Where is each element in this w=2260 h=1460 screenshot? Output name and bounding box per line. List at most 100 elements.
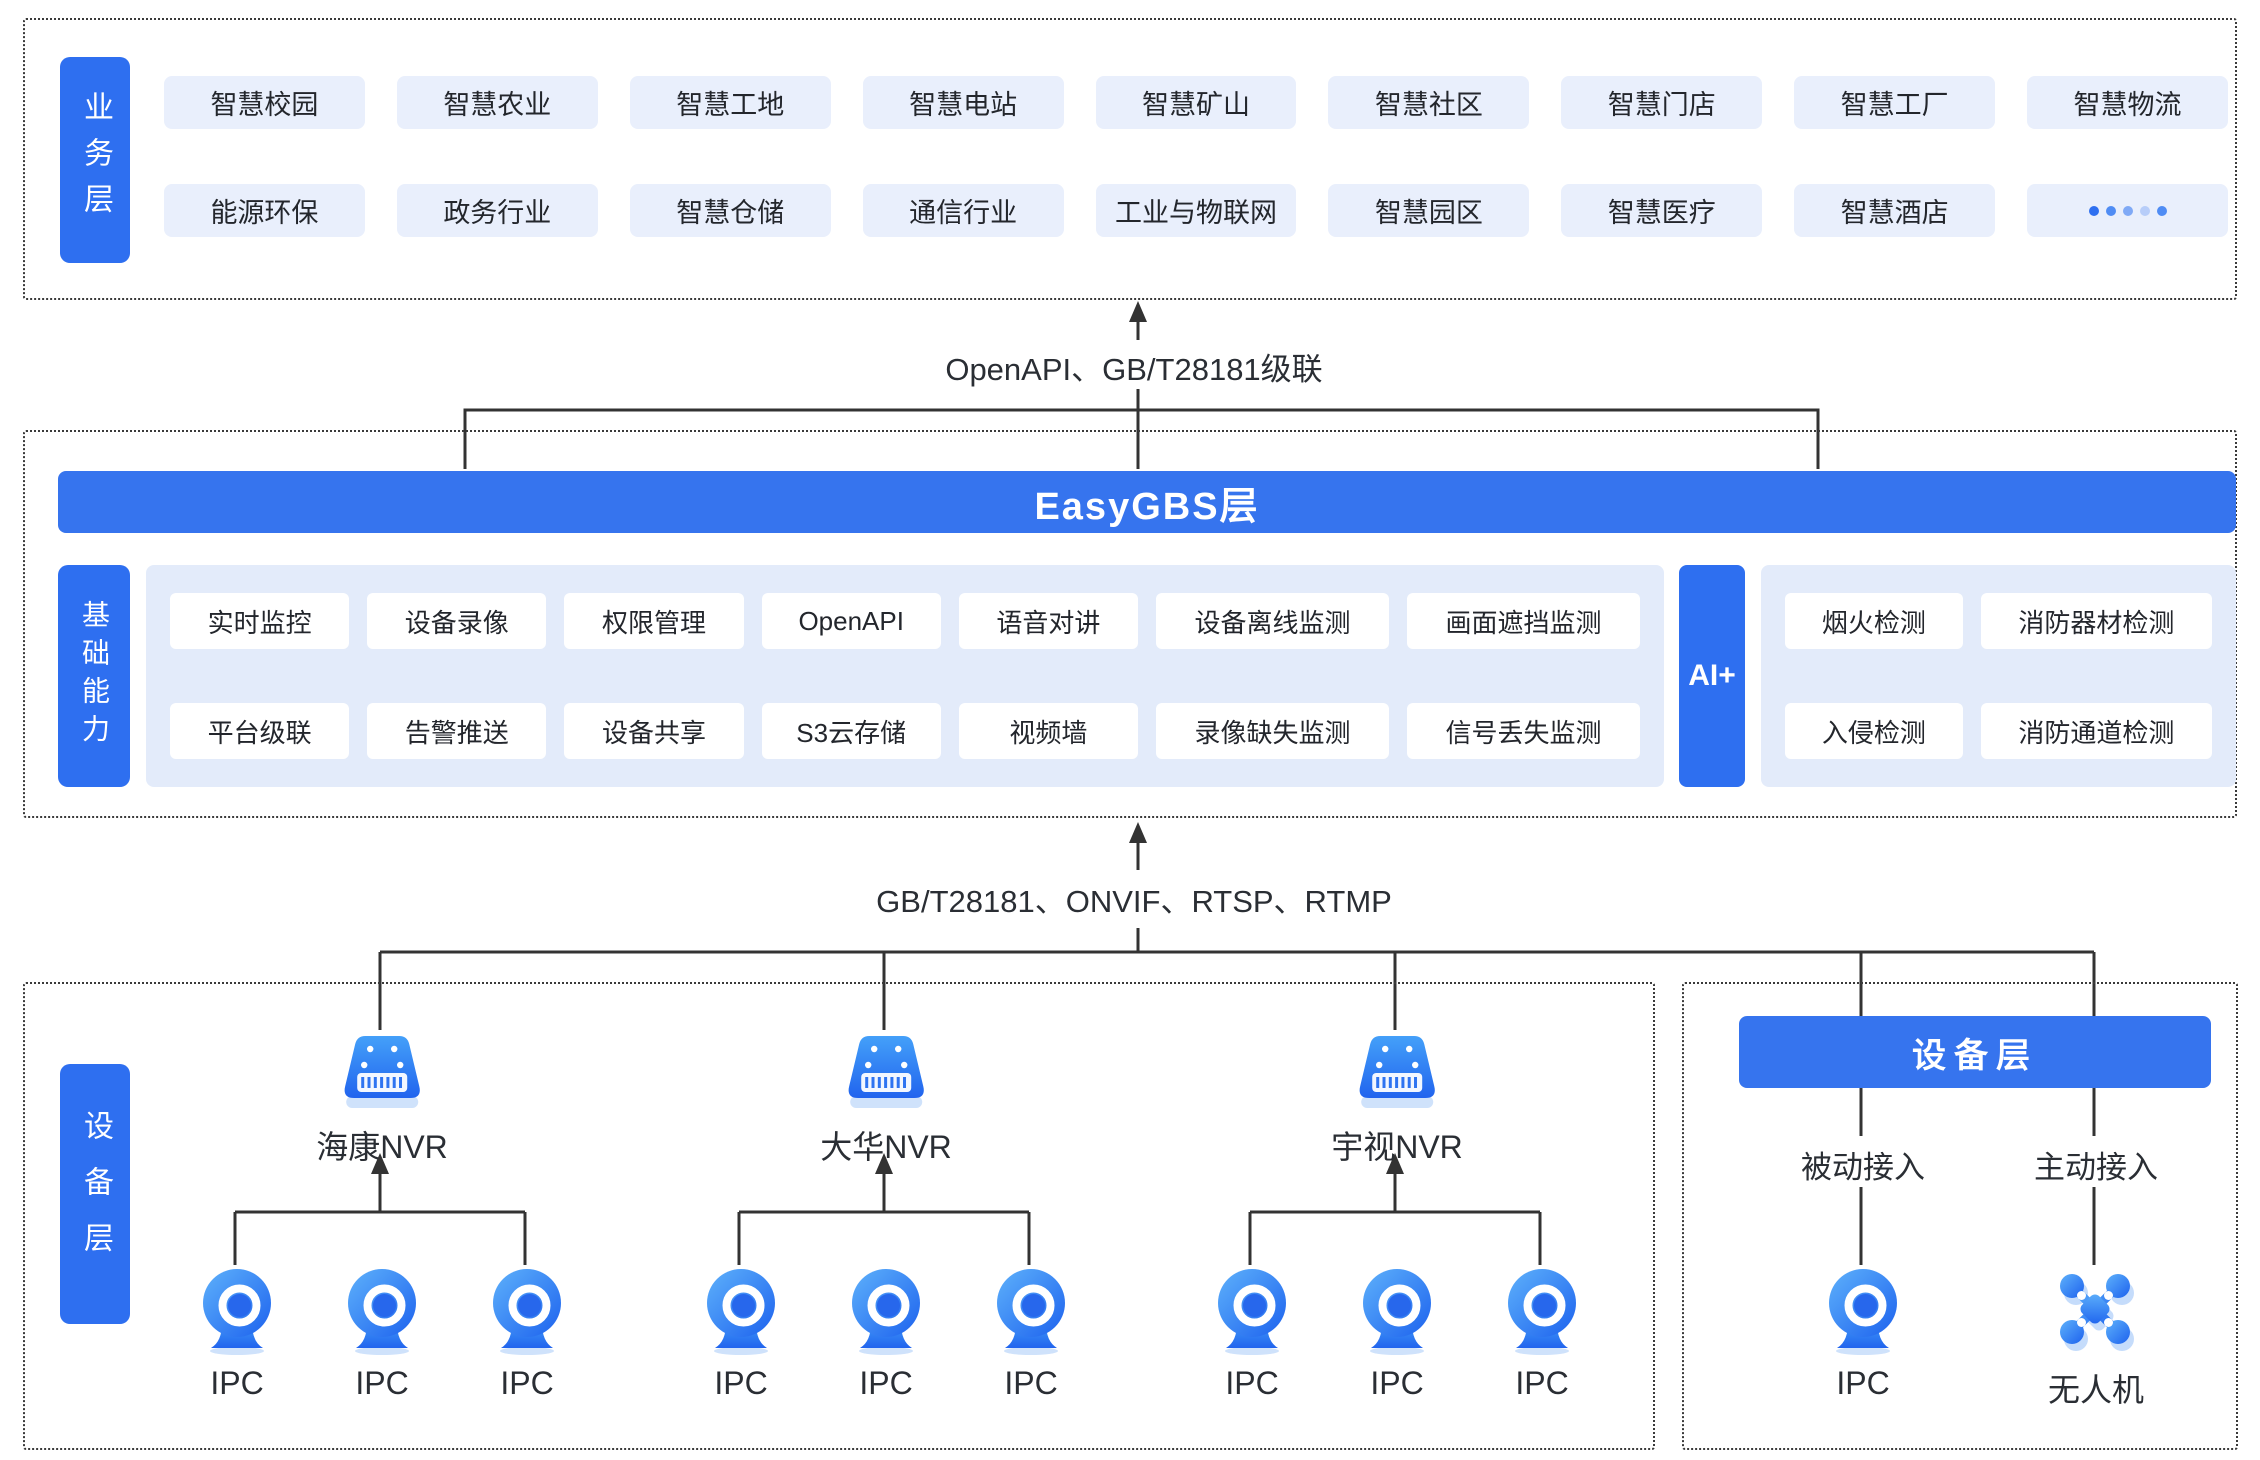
business-chip: 智慧酒店 xyxy=(1794,184,1996,237)
ipc-camera-icon xyxy=(1363,1269,1431,1355)
ipc-label: IPC xyxy=(859,1365,913,1401)
business-chip: 政务行业 xyxy=(396,184,598,237)
ipc-label: IPC xyxy=(355,1365,409,1401)
business-layer-box: 业务层 智慧校园 智慧农业 智慧工地 智慧电站 智慧矿山 智慧社区 智慧门店 智… xyxy=(23,18,2237,300)
ipc-label: IPC xyxy=(1225,1365,1279,1401)
ipc-camera-unit: IPC xyxy=(196,1267,278,1402)
ipc-label: IPC xyxy=(714,1365,768,1401)
device-layer-right-box: 设备层 被动接入 主动接入 IPC xyxy=(1682,982,2238,1450)
ai-capability-panel: 烟火检测 消防器材检测 入侵检测 消防通道检测 xyxy=(1761,565,2236,787)
ipc-label: IPC xyxy=(500,1365,554,1401)
platform-layer-box: EasyGBS层 基础能力 实时监控 设备录像 权限管理 OpenAPI 语音对… xyxy=(23,430,2237,818)
ipc-camera-icon xyxy=(997,1269,1065,1355)
ellipsis-dots-icon xyxy=(2027,184,2228,237)
ipc-label: IPC xyxy=(1370,1365,1424,1401)
ipc-label: IPC xyxy=(1836,1365,1890,1401)
ipc-camera-icon xyxy=(1218,1269,1286,1355)
capability-chip: 实时监控 xyxy=(170,593,350,649)
business-layer-label: 业务层 xyxy=(60,57,130,263)
business-chip: 智慧工地 xyxy=(629,76,831,129)
nvr-label: 宇视NVR xyxy=(1331,1129,1463,1165)
business-chip: 工业与物联网 xyxy=(1095,184,1297,237)
ipc-label: IPC xyxy=(210,1365,264,1401)
ipc-camera-icon xyxy=(707,1269,775,1355)
business-chip: 智慧矿山 xyxy=(1095,76,1297,129)
business-chip: 智慧社区 xyxy=(1328,76,1530,129)
ipc-label: IPC xyxy=(1004,1365,1058,1401)
nvr-icon xyxy=(1359,1036,1435,1108)
business-chip: 智慧园区 xyxy=(1328,184,1530,237)
ipc-camera-unit: IPC xyxy=(1822,1267,1904,1402)
ipc-camera-unit: IPC xyxy=(990,1267,1072,1402)
ipc-camera-icon xyxy=(203,1269,271,1355)
ipc-camera-icon xyxy=(493,1269,561,1355)
ai-plus-label: AI+ xyxy=(1679,565,1745,787)
ipc-camera-icon xyxy=(348,1269,416,1355)
access-mode-label: 被动接入 xyxy=(1793,1142,1933,1187)
ipc-camera-icon xyxy=(1508,1269,1576,1355)
capability-panel: 实时监控 设备录像 权限管理 OpenAPI 语音对讲 设备离线监测 画面遮挡监… xyxy=(146,565,1664,787)
ipc-camera-unit: IPC xyxy=(341,1267,423,1402)
business-chip: 能源环保 xyxy=(164,184,365,237)
device-layer-box: 设备层 海康NVR 大华NVR xyxy=(23,982,1655,1450)
ipc-camera-unit: IPC xyxy=(1356,1267,1438,1402)
ipc-camera-unit: IPC xyxy=(486,1267,568,1402)
drone-unit: 无人机 xyxy=(2048,1267,2144,1411)
easygbs-layer-bar: EasyGBS层 xyxy=(58,471,2236,533)
business-chip: 智慧校园 xyxy=(164,76,365,129)
capability-layer-label: 基础能力 xyxy=(58,565,130,787)
nvr-icon xyxy=(344,1036,420,1108)
business-chip-grid: 智慧校园 智慧农业 智慧工地 智慧电站 智慧矿山 智慧社区 智慧门店 智慧工厂 … xyxy=(164,76,2228,237)
capability-chip: 设备录像 xyxy=(367,593,547,649)
capability-chip: 设备共享 xyxy=(564,703,744,759)
nvr-label: 大华NVR xyxy=(820,1129,952,1165)
nvr-unit: 海康NVR xyxy=(316,1032,448,1168)
capability-chip: 信号丢失监测 xyxy=(1406,703,1640,759)
ai-capability-chip: 烟火检测 xyxy=(1785,593,1963,649)
drone-icon xyxy=(2059,1274,2134,1351)
capability-row: 平台级联 告警推送 设备共享 S3云存储 视频墙 录像缺失监测 信号丢失监测 xyxy=(170,703,1640,759)
link-bottom-protocol-label: GB/T28181、ONVIF、RTSP、RTMP xyxy=(866,876,1402,921)
business-chip: 智慧物流 xyxy=(2027,76,2228,129)
ipc-camera-icon xyxy=(852,1269,920,1355)
ipc-label: IPC xyxy=(1515,1365,1569,1401)
device-layer-header: 设备层 xyxy=(1739,1016,2211,1088)
business-chip: 通信行业 xyxy=(862,184,1064,237)
capability-chip: 平台级联 xyxy=(170,703,350,759)
capability-chip: 视频墙 xyxy=(958,703,1139,759)
ipc-camera-unit: IPC xyxy=(700,1267,782,1402)
nvr-unit: 大华NVR xyxy=(820,1032,952,1168)
capability-chip: 录像缺失监测 xyxy=(1156,703,1389,759)
ai-capability-row: 入侵检测 消防通道检测 xyxy=(1785,703,2212,759)
up-arrow-icon xyxy=(371,301,1404,1174)
ai-capability-chip: 消防通道检测 xyxy=(1980,703,2212,759)
capability-chip: 画面遮挡监测 xyxy=(1406,593,1640,649)
capability-chip: 权限管理 xyxy=(564,593,744,649)
business-chip: 智慧仓储 xyxy=(629,184,831,237)
nvr-label: 海康NVR xyxy=(316,1129,448,1165)
ai-capability-chip: 消防器材检测 xyxy=(1980,593,2212,649)
access-mode-label: 主动接入 xyxy=(2026,1142,2166,1187)
ipc-camera-icon xyxy=(1829,1269,1897,1355)
business-chip: 智慧医疗 xyxy=(1561,184,1763,237)
device-layer-label: 设备层 xyxy=(60,1064,130,1324)
capability-chip: 设备离线监测 xyxy=(1156,593,1389,649)
capability-row: 实时监控 设备录像 权限管理 OpenAPI 语音对讲 设备离线监测 画面遮挡监… xyxy=(170,593,1640,649)
business-chip: 智慧电站 xyxy=(862,76,1064,129)
ipc-camera-unit: IPC xyxy=(845,1267,927,1402)
ipc-camera-unit: IPC xyxy=(1501,1267,1583,1402)
nvr-unit: 宇视NVR xyxy=(1331,1032,1463,1168)
business-chip: 智慧门店 xyxy=(1561,76,1763,129)
capability-chip: 语音对讲 xyxy=(958,593,1139,649)
ai-capability-row: 烟火检测 消防器材检测 xyxy=(1785,593,2212,649)
capability-chip: S3云存储 xyxy=(761,703,941,759)
business-chip: 智慧农业 xyxy=(396,76,598,129)
capability-chip: OpenAPI xyxy=(761,593,941,649)
capability-chip: 告警推送 xyxy=(367,703,547,759)
business-chip: 智慧工厂 xyxy=(1794,76,1996,129)
drone-label: 无人机 xyxy=(2047,1372,2145,1408)
link-top-protocol-label: OpenAPI、GB/T28181级联 xyxy=(935,344,1333,389)
nvr-icon xyxy=(848,1036,924,1108)
ipc-camera-unit: IPC xyxy=(1211,1267,1293,1402)
